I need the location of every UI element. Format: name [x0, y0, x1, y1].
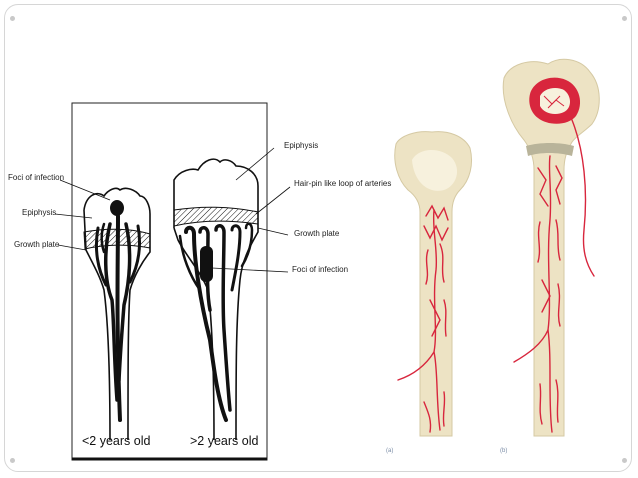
vessel-network [513, 119, 595, 433]
growth-plate-band [526, 143, 574, 156]
growth-plate [173, 206, 259, 227]
slide-dot [622, 458, 627, 463]
caption-b: (b) [500, 448, 507, 454]
age-label-over-2: >2 years old [190, 434, 258, 448]
epiphysis-marrow [412, 149, 458, 191]
label-foci-left: Foci of infection [8, 173, 64, 182]
label-epiphysis-left: Epiphysis [22, 208, 56, 217]
label-hairpin: Hair-pin like loop of arteries [294, 179, 391, 188]
annotation-pointers [54, 147, 291, 273]
bone-shaft [502, 58, 600, 437]
colored-illustration: (a) (b) [386, 58, 600, 454]
bone-shaft [394, 131, 473, 437]
colored-bone-b [502, 58, 600, 437]
label-growth-plate-right: Growth plate [294, 229, 340, 238]
label-growth-plate-left: Growth plate [14, 240, 60, 249]
vessels [178, 222, 254, 422]
bone-outline [83, 187, 151, 441]
slide-dot [622, 16, 627, 21]
colored-bone-a [394, 131, 473, 437]
label-epiphysis-right: Epiphysis [284, 141, 318, 150]
foci-of-infection [110, 200, 124, 216]
slide-dot [10, 458, 15, 463]
label-foci-right: Foci of infection [292, 265, 348, 274]
slide-dot [10, 16, 15, 21]
line-drawing-figure: Foci of infection Epiphysis Growth plate… [8, 102, 391, 461]
abscess-veins [543, 95, 565, 109]
foci-of-infection [200, 246, 213, 282]
bone-over-2 [173, 158, 259, 441]
age-label-under-2: <2 years old [82, 434, 150, 448]
caption-a: (a) [386, 448, 393, 454]
vessel-network [397, 204, 449, 433]
bone-under-2 [83, 187, 151, 441]
vessels [94, 214, 142, 422]
